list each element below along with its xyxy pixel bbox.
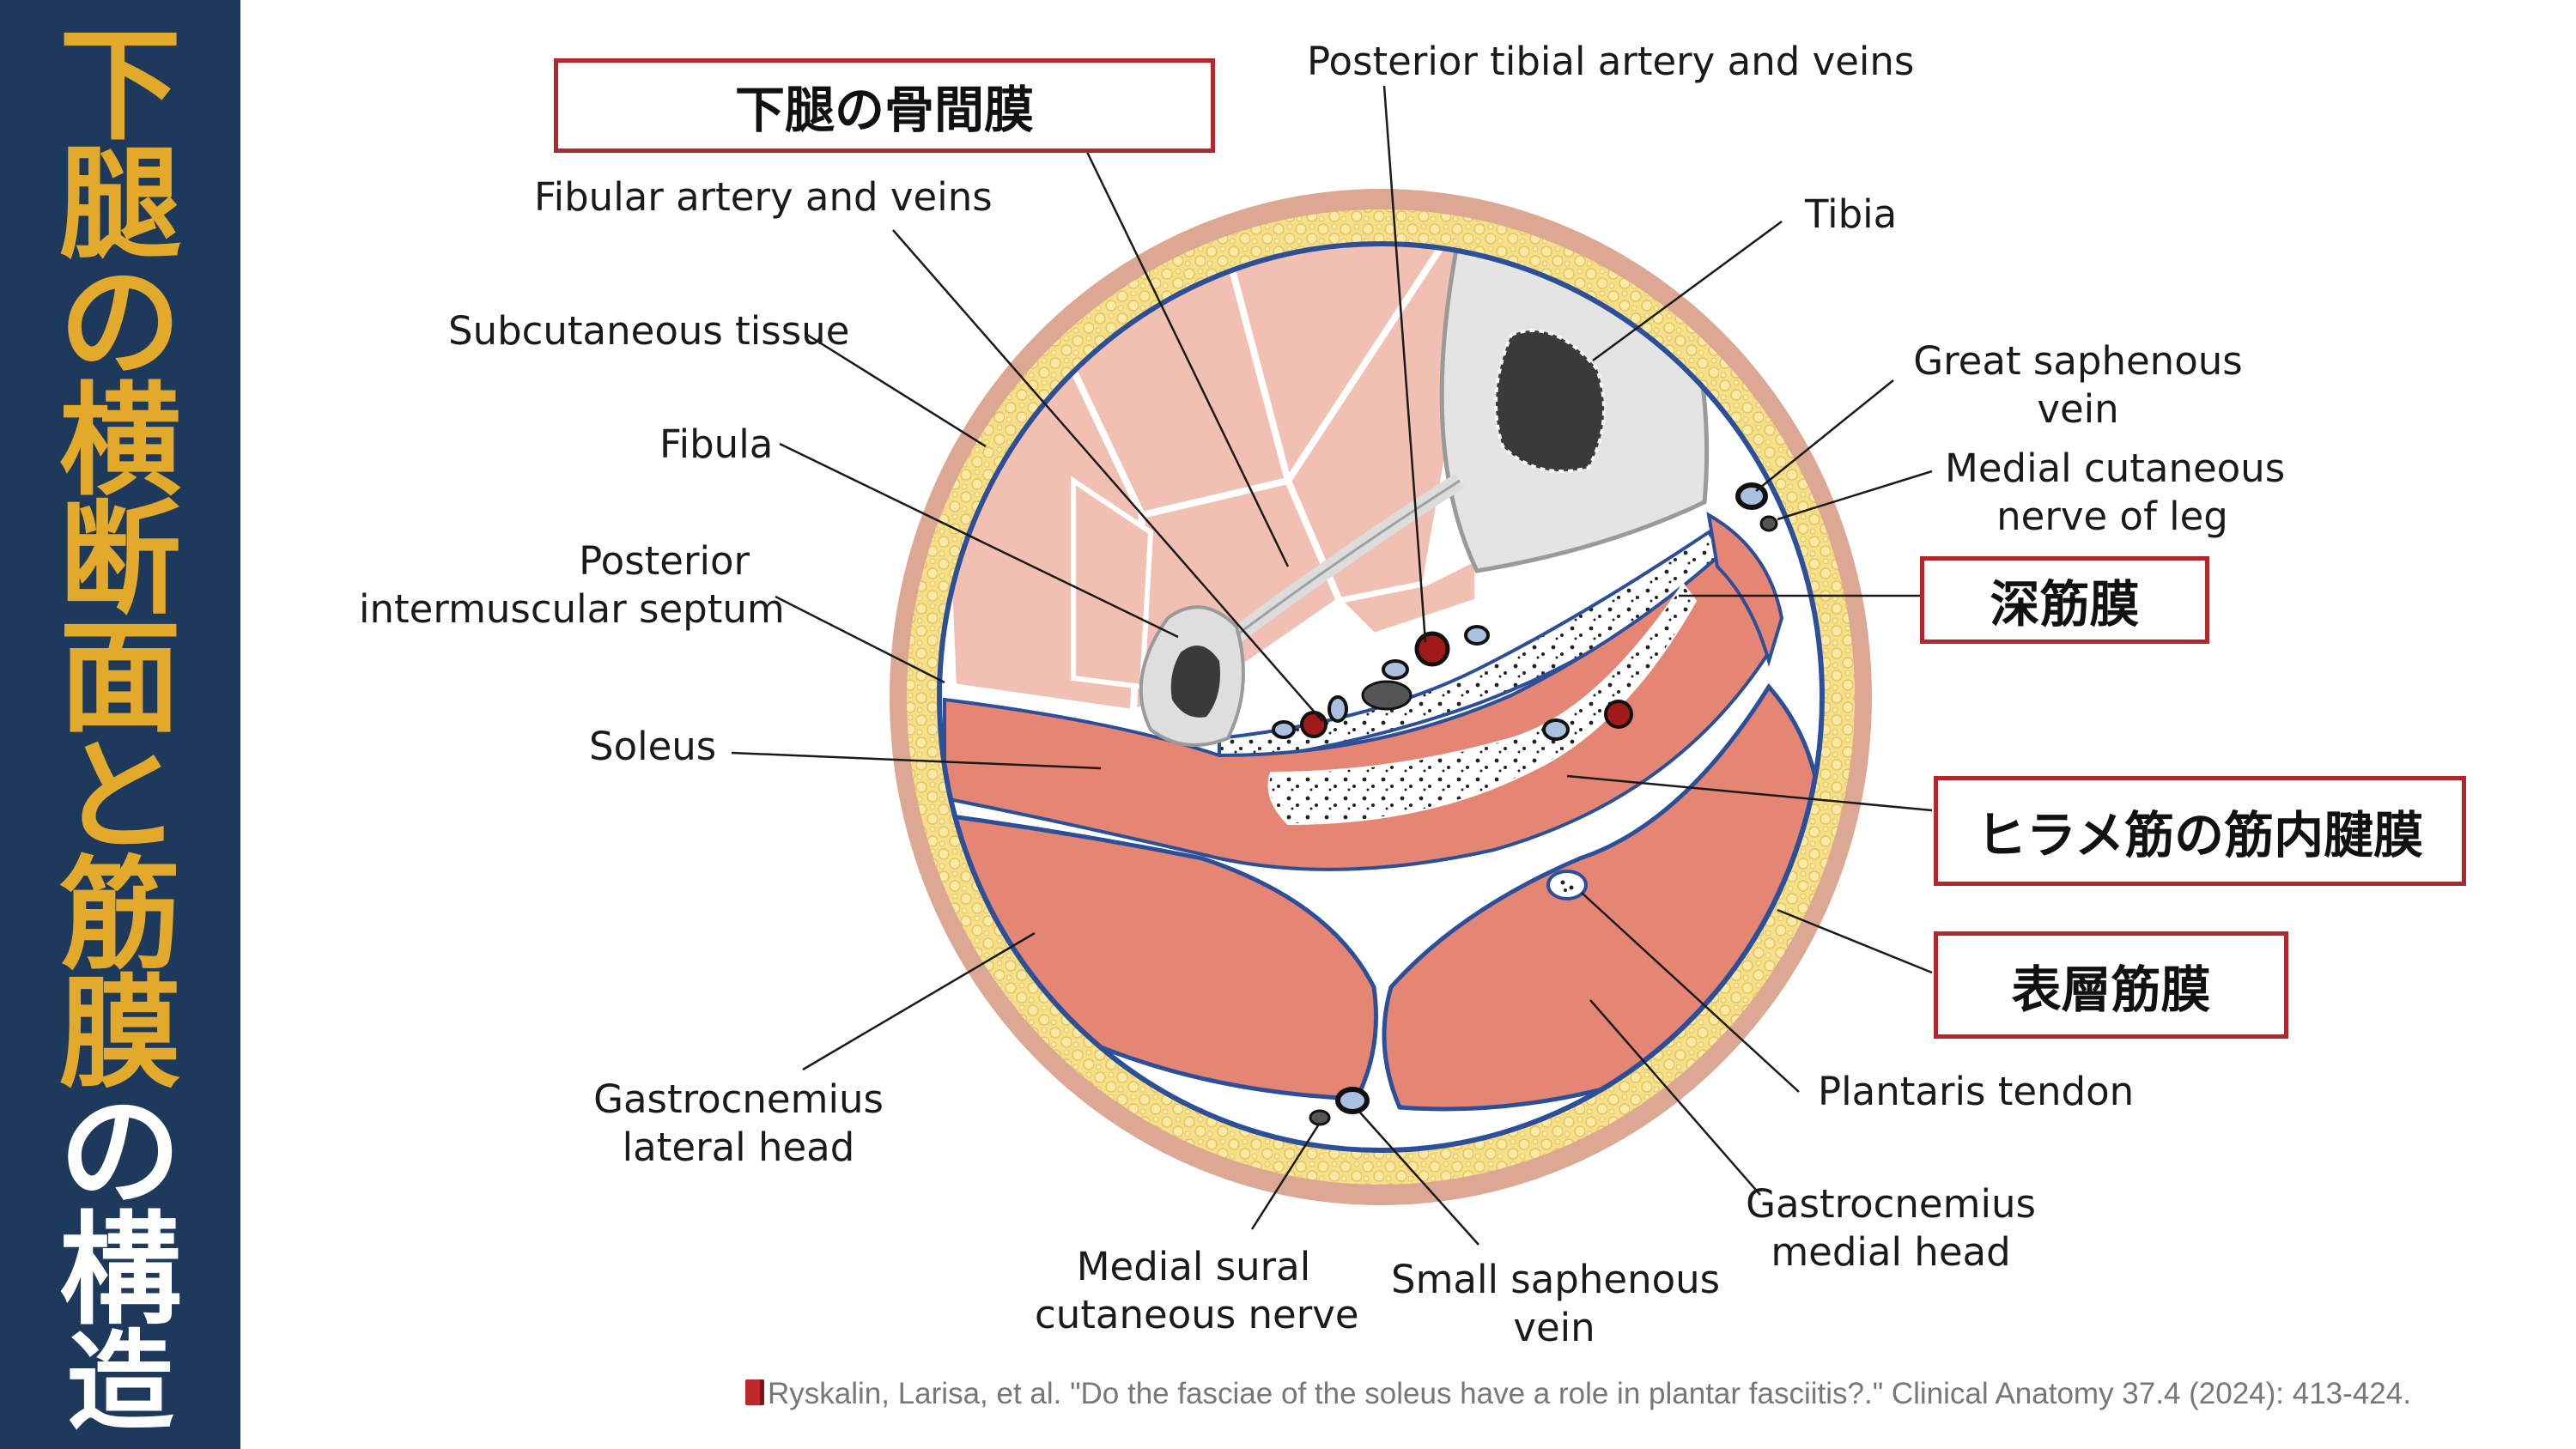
superficial-fascia-box: 表層筋膜 xyxy=(1934,931,2288,1039)
title-char: と xyxy=(59,726,181,868)
deep-fascia-box: 深筋膜 xyxy=(1920,556,2209,644)
book-icon xyxy=(745,1379,764,1405)
title-char: の xyxy=(59,1082,181,1223)
title-char: 構 xyxy=(59,1200,181,1342)
citation-text: Ryskalin, Larisa, et al. "Do the fasciae… xyxy=(768,1377,2411,1410)
label-posterior-tibial: Posterior tibial artery and veins xyxy=(1307,39,1915,84)
label-fibular-artery: Fibular artery and veins xyxy=(534,174,993,220)
anterior-muscle xyxy=(1334,554,1479,639)
tibia-marrow xyxy=(1494,329,1606,474)
fibula-marrow xyxy=(1170,646,1220,718)
citation: Ryskalin, Larisa, et al. "Do the fasciae… xyxy=(745,1377,2411,1411)
title-char: 断 xyxy=(59,489,181,631)
title-char: 面 xyxy=(59,608,181,749)
title-sidebar: 下 腿 の 横 断 面 と 筋 膜 の 構 造 xyxy=(0,0,240,1449)
deep-fascia xyxy=(937,241,1825,1153)
plantaris-tendon xyxy=(1546,870,1588,900)
title-char: 下 xyxy=(59,15,181,157)
title-char: 造 xyxy=(66,1320,174,1445)
label-soleus: Soleus xyxy=(589,724,717,769)
great-saphenous-vein xyxy=(1735,482,1778,532)
label-tibia: Tibia xyxy=(1805,191,1898,237)
title-char: 筋 xyxy=(59,845,181,986)
soleus-tendon-box: ヒラメ筋の筋内腱膜 xyxy=(1934,776,2466,886)
label-subcutaneous: Subcutaneous tissue xyxy=(448,308,850,354)
interosseous-membrane-box: 下腿の骨間膜 xyxy=(554,58,1215,153)
title-char: 腿 xyxy=(59,134,181,276)
label-fibula: Fibula xyxy=(659,421,774,467)
leader-lines xyxy=(731,85,1933,1246)
title-char: の xyxy=(59,252,181,394)
title-char: 膜 xyxy=(59,963,181,1105)
small-saphenous-vein xyxy=(1309,1087,1370,1126)
title-char: 横 xyxy=(59,371,181,512)
label-plantaris: Plantaris tendon xyxy=(1818,1069,2135,1114)
